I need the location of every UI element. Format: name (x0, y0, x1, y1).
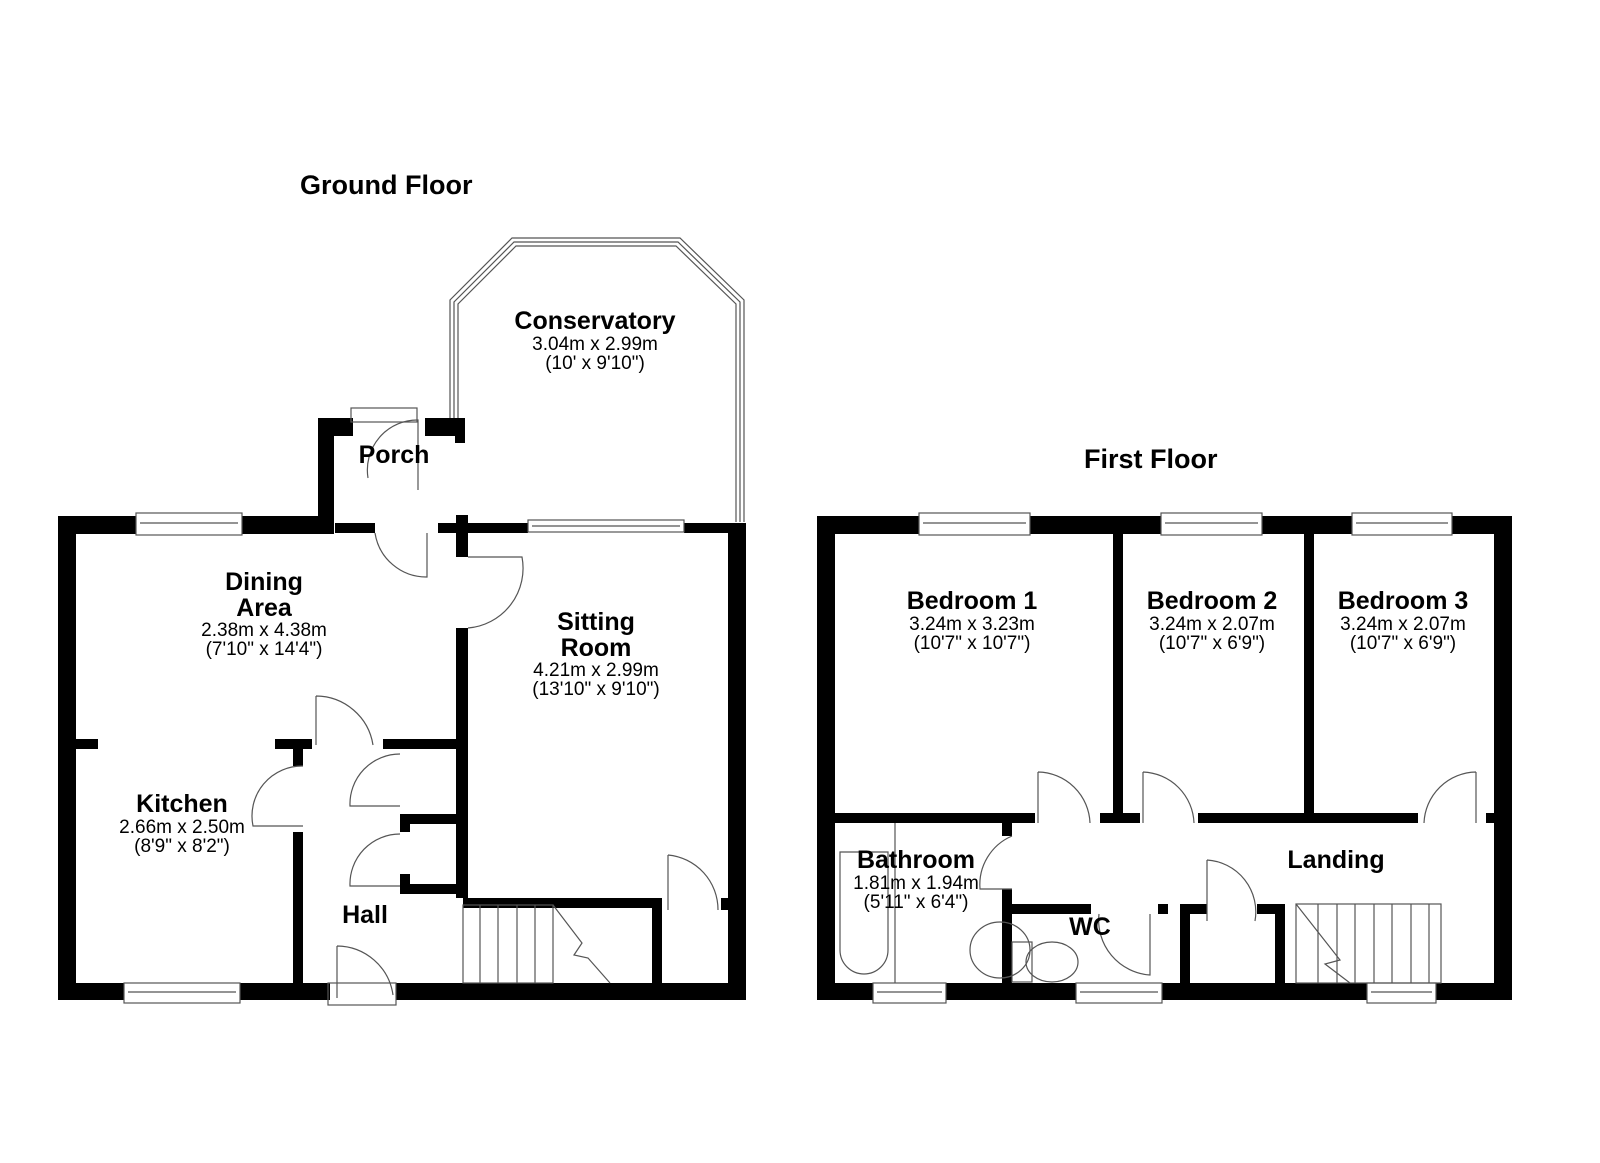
room-metric: 4.21m x 2.99m (533, 660, 659, 681)
room-name: Sitting (557, 608, 635, 636)
room-name: Porch (358, 441, 430, 469)
room-name: Bathroom (856, 846, 976, 874)
room-porch: Porch (358, 441, 430, 469)
room-imperial: (10'7" x 6'9") (1158, 632, 1266, 654)
room-kitchen: Kitchen 2.66m x 2.50m (8'9" x 8'2") (119, 790, 245, 857)
room-imperial: (8'9" x 8'2") (134, 835, 230, 857)
room-name: Kitchen (136, 790, 228, 818)
room-conservatory: Conservatory 3.04m x 2.99m (10' x 9'10") (514, 307, 676, 374)
room-metric: 3.04m x 2.99m (532, 333, 658, 355)
room-imperial: (10' x 9'10") (545, 352, 645, 374)
room-name-line2: Area (236, 593, 292, 622)
room-imperial: (5'11" x 6'4") (863, 891, 969, 913)
room-metric: 2.66m x 2.50m (119, 816, 245, 838)
room-name: Bedroom 2 (1146, 587, 1278, 615)
room-imperial: (10'7" x 6'9") (1349, 632, 1457, 654)
ground-floor-title: Ground Floor (300, 170, 473, 200)
room-imperial: (13'10" x 9'10") (532, 679, 660, 701)
room-name: Hall (342, 901, 388, 929)
room-hall: Hall (342, 901, 388, 929)
room-bedroom-2: Bedroom 2 3.24m x 2.07m (10'7" x 6'9") (1146, 587, 1278, 654)
room-bedroom-3: Bedroom 3 3.24m x 2.07m (10'7" x 6'9") (1337, 587, 1469, 654)
room-dining-area: Dining Area 2.38m x 4.38m (7'10" x 14'4"… (201, 568, 327, 661)
room-name-line2: Room (560, 633, 632, 662)
room-name: Landing (1287, 846, 1385, 874)
room-bathroom: Bathroom 1.81m x 1.94m (5'11" x 6'4") (853, 846, 979, 913)
room-metric: 3.24m x 2.07m (1340, 613, 1466, 635)
room-imperial: (10'7" x 10'7") (913, 632, 1031, 654)
room-sitting-room: Sitting Room 4.21m x 2.99m (13'10" x 9'1… (532, 608, 660, 701)
room-imperial: (7'10" x 14'4") (205, 639, 323, 661)
room-name: Bedroom 1 (906, 587, 1038, 615)
room-landing: Landing (1287, 846, 1385, 874)
room-name: Dining (225, 568, 303, 596)
room-name: WC (1069, 913, 1111, 941)
room-wc: WC (1069, 913, 1111, 941)
room-name: Conservatory (514, 307, 676, 335)
room-metric: 3.24m x 2.07m (1149, 613, 1275, 635)
room-name: Bedroom 3 (1337, 587, 1469, 615)
room-bedroom-1: Bedroom 1 3.24m x 3.23m (10'7" x 10'7") (906, 587, 1038, 654)
first-floor-title: First Floor (1084, 444, 1218, 474)
room-metric: 2.38m x 4.38m (201, 620, 327, 641)
room-metric: 1.81m x 1.94m (853, 872, 979, 894)
room-metric: 3.24m x 3.23m (909, 613, 1035, 635)
